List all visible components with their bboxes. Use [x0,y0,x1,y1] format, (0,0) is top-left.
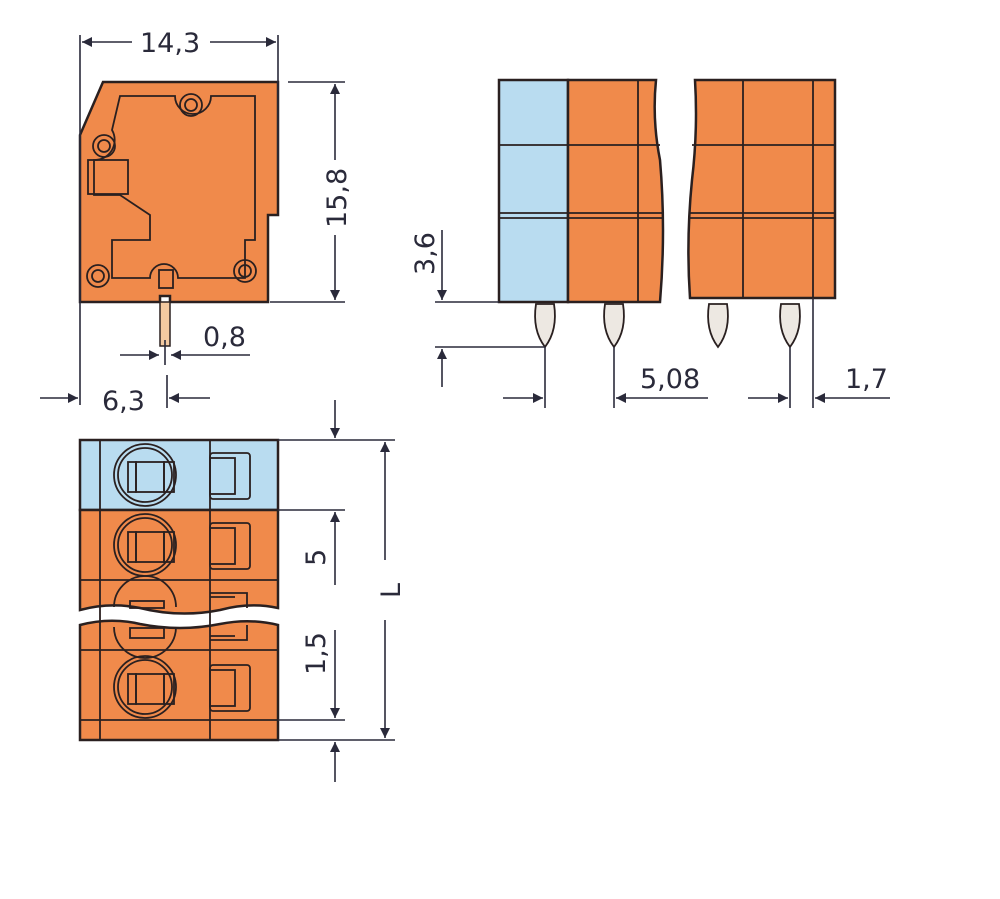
dim-length: L [376,583,407,598]
dim-pin-offset: 6,3 [102,386,145,417]
front-dimensions: 3,6 5,08 1,7 [410,230,890,408]
front-view [497,78,837,349]
top-dimensions: L 5 1,5 [278,400,407,782]
top-view [78,438,280,742]
side-pin [159,301,171,347]
dim-height: 15,8 [322,168,353,228]
pin [603,303,625,349]
side-view [78,80,280,347]
dim-end-width: 1,5 [301,632,332,675]
pin [707,303,729,349]
pin [534,303,556,349]
marker-strip [497,78,570,304]
push-button [113,575,177,659]
push-button [113,443,177,507]
push-button [113,655,177,719]
dim-pin-width: 0,8 [203,322,246,353]
push-buttons [113,443,177,719]
housing-right [687,78,837,300]
pins [534,303,801,349]
dim-width: 14,3 [140,28,200,59]
housing-left [566,78,665,304]
side-housing [78,80,280,304]
pin [779,303,801,349]
dim-pin-length: 3,6 [410,232,441,275]
side-dimensions: 14,3 15,8 0,8 6,3 [40,28,353,417]
dim-edge: 1,7 [845,364,888,395]
wire-entries [209,452,251,712]
dim-row-pitch: 5 [301,549,332,566]
dim-pitch: 5,08 [640,364,700,395]
